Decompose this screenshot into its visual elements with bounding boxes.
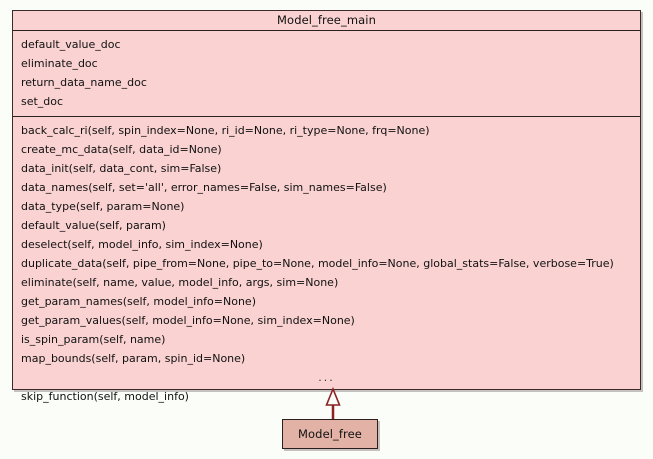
method-row: data_init(self, data_cont, sim=False) <box>21 162 222 175</box>
method-row: eliminate(self, name, value, model_info,… <box>21 276 339 289</box>
method-row: skip_function(self, model_info) <box>21 390 189 403</box>
method-row: create_mc_data(self, data_id=None) <box>21 143 222 156</box>
method-row: get_param_names(self, model_info=None) <box>21 295 256 308</box>
method-row: is_spin_param(self, name) <box>21 333 166 346</box>
attribute-row: default_value_doc <box>21 38 121 51</box>
method-row: map_bounds(self, param, spin_id=None) <box>21 352 246 365</box>
method-row: back_calc_ri(self, spin_index=None, ri_i… <box>21 124 430 137</box>
method-row: get_param_values(self, model_info=None, … <box>21 314 355 327</box>
method-row: duplicate_data(self, pipe_from=None, pip… <box>21 257 614 270</box>
generalization-triangle-icon <box>325 386 341 406</box>
uml-class-model-free[interactable]: Model_free <box>282 419 378 449</box>
attribute-row: set_doc <box>21 95 64 108</box>
methods-truncation-ellipsis: ... <box>318 371 335 384</box>
generalization-arrow <box>325 386 341 420</box>
class-name-model-free-main: Model_free_main <box>13 11 640 31</box>
class-name-model-free: Model_free <box>298 427 362 441</box>
method-row: data_type(self, param=None) <box>21 200 185 213</box>
method-row: default_value(self, param) <box>21 219 166 232</box>
attributes-compartment: default_value_doc eliminate_doc return_d… <box>13 31 640 117</box>
methods-compartment: back_calc_ri(self, spin_index=None, ri_i… <box>13 117 640 411</box>
uml-class-model-free-main[interactable]: Model_free_main default_value_doc elimin… <box>12 10 641 403</box>
method-row: data_names(self, set='all', error_names=… <box>21 181 387 194</box>
attribute-row: return_data_name_doc <box>21 76 147 89</box>
attribute-row: eliminate_doc <box>21 57 98 70</box>
method-row: deselect(self, model_info, sim_index=Non… <box>21 238 263 251</box>
